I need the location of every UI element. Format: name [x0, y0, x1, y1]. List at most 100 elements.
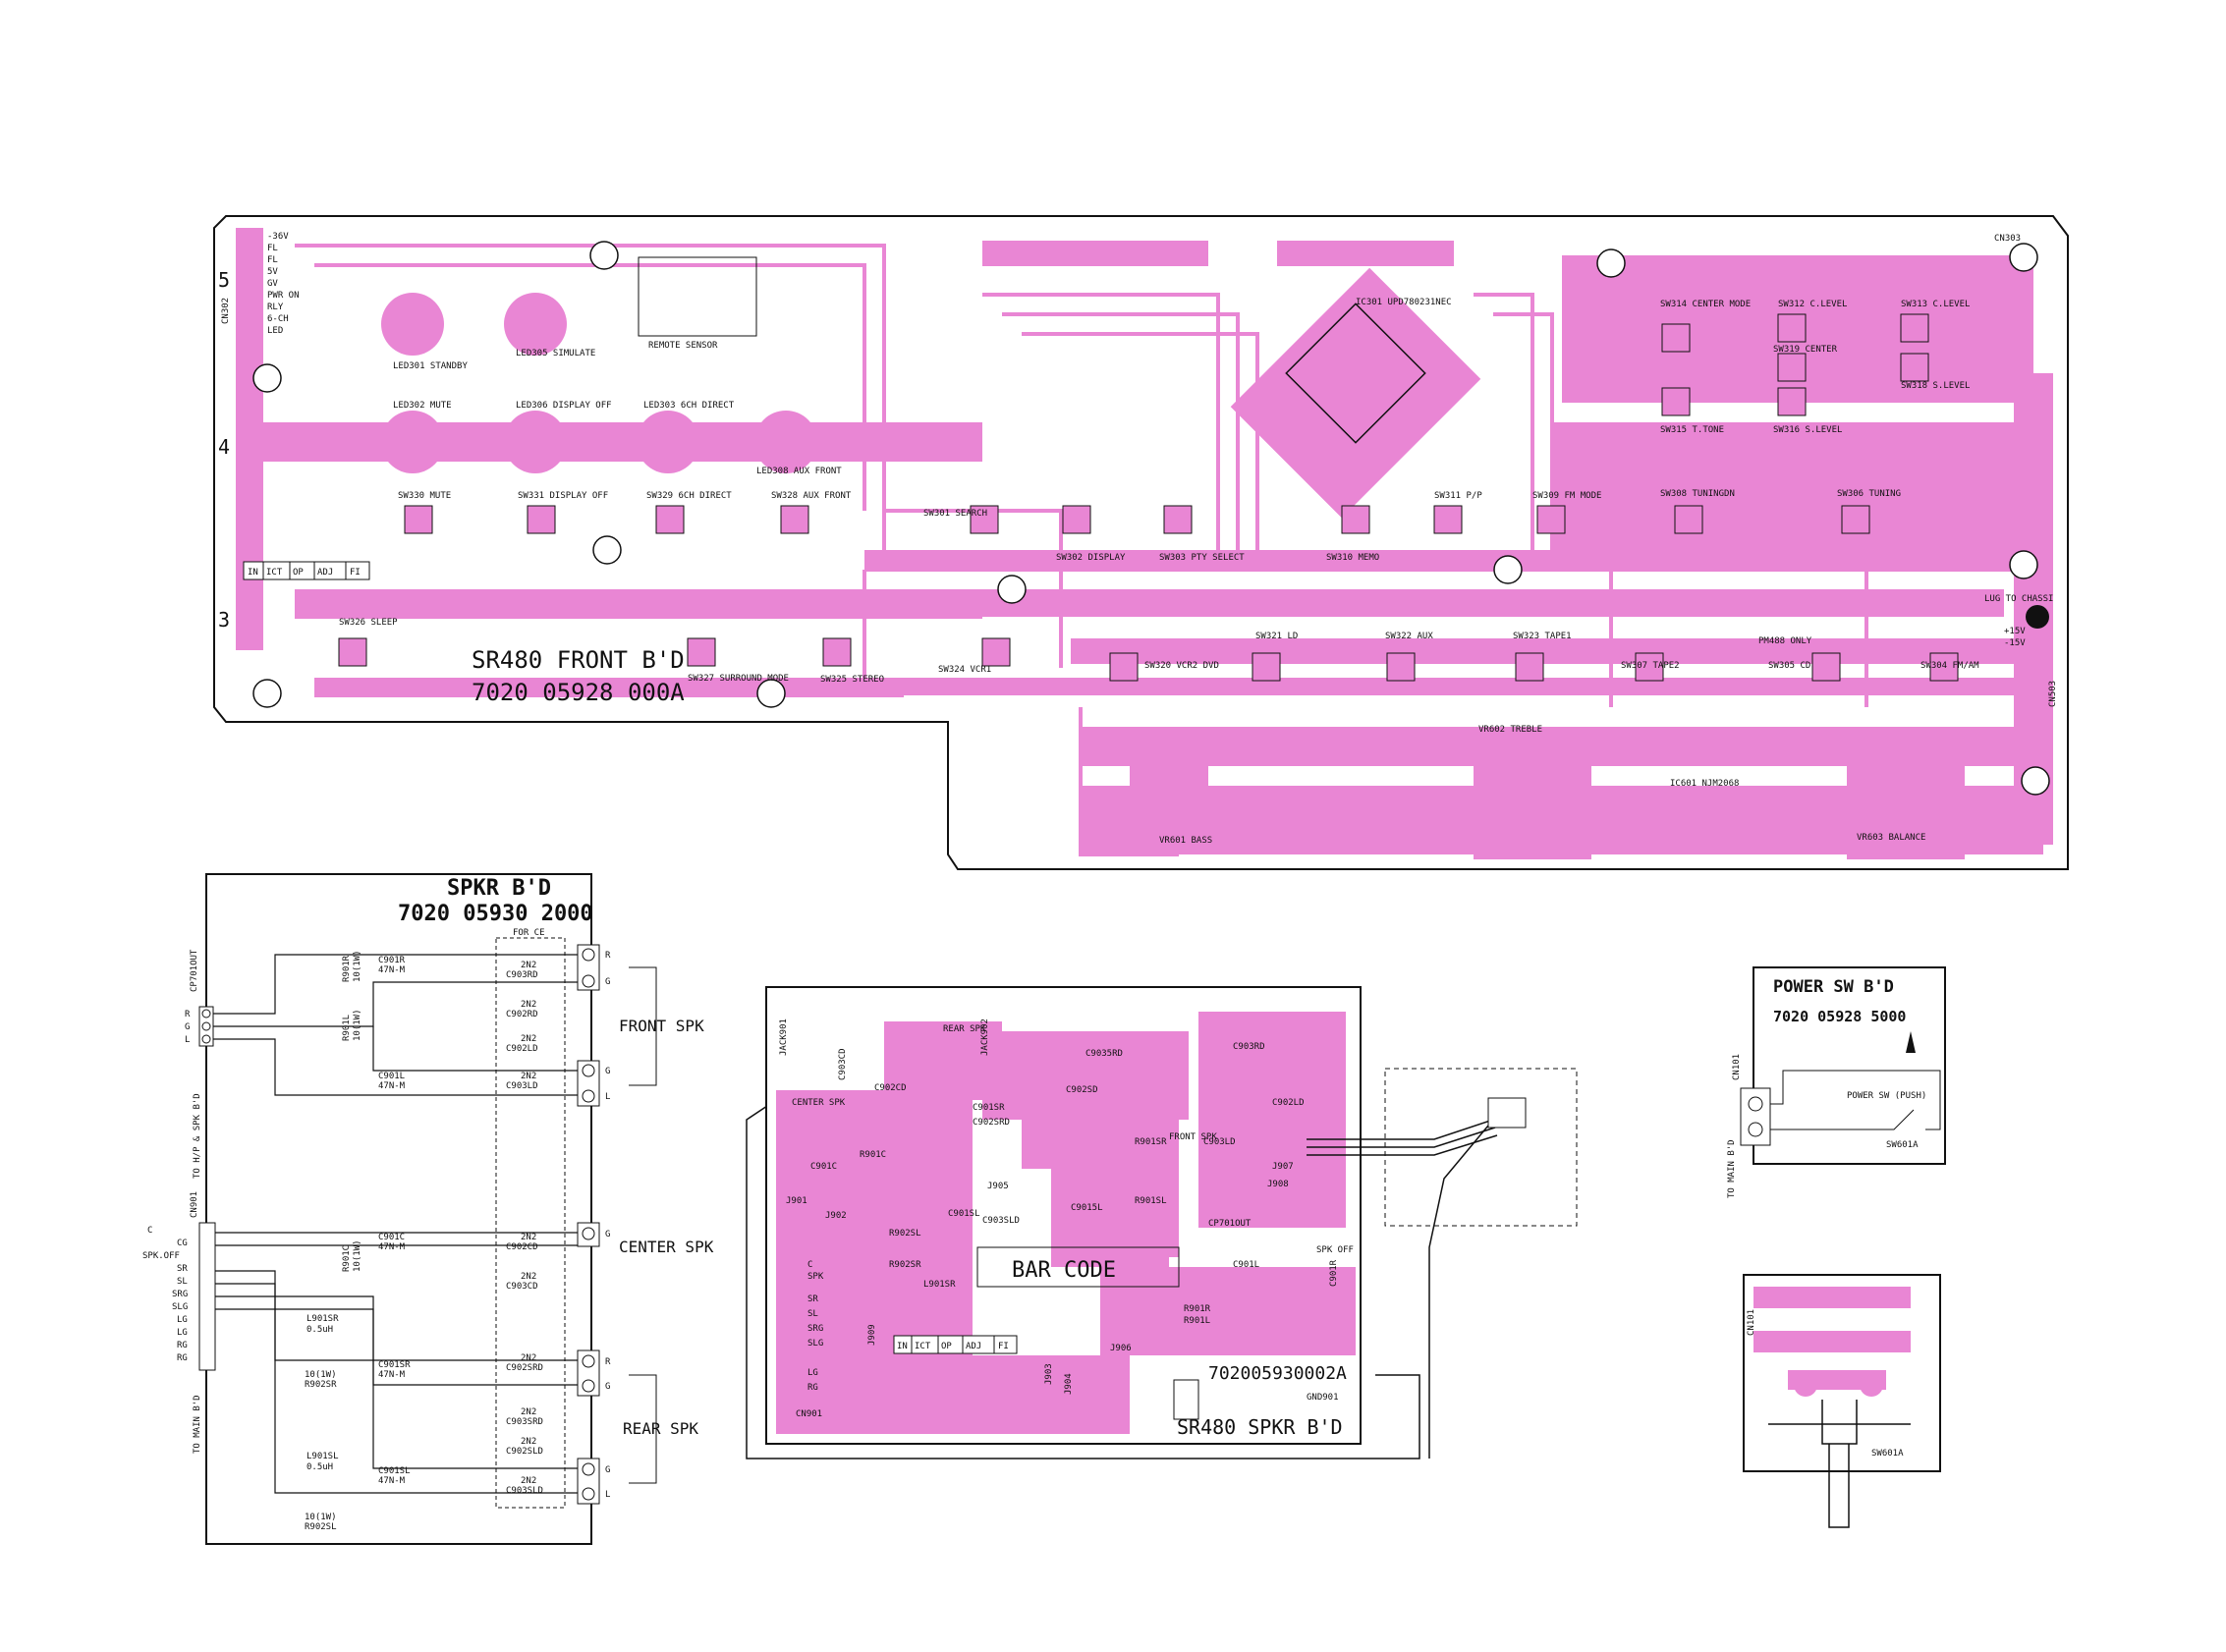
svg-text:R902SL: R902SL [889, 1229, 921, 1239]
ib-adj: ADJ [317, 568, 333, 578]
svg-text:R: R [605, 951, 611, 961]
svg-text:R901SR: R901SR [1135, 1137, 1167, 1147]
svg-text:C901C: C901C [810, 1162, 837, 1172]
cp-pin: G [185, 1022, 190, 1032]
svg-text:0.5uH: 0.5uH [306, 1462, 333, 1472]
trace-5 [1002, 312, 1240, 550]
svg-text:47N-M: 47N-M [378, 1476, 406, 1486]
svg-text:C903CD: C903CD [838, 1048, 848, 1080]
for-ce-label: FOR CE [513, 928, 545, 938]
svg-text:C902LD: C902LD [1272, 1098, 1305, 1108]
svg-text:R: R [605, 1357, 611, 1367]
power-sw-border [1753, 966, 1946, 1165]
front-bracket [629, 966, 657, 1086]
vr601-label: VR601 BASS [1159, 836, 1212, 846]
svg-text:RG: RG [177, 1353, 188, 1363]
ic601-label: IC601 NJM2068 [1670, 779, 1739, 789]
trace-9 [1079, 707, 1179, 856]
switch: SW307 TAPE2 [1621, 652, 1680, 682]
cn303-label: CN303 [1994, 234, 2021, 244]
svg-text:SR: SR [807, 1294, 818, 1304]
svg-text:FRONT SPK: FRONT SPK [1169, 1132, 1217, 1142]
svg-text:SW330 MUTE: SW330 MUTE [398, 491, 451, 501]
led302-label: LED302 MUTE [393, 401, 452, 411]
svg-text:L901SR: L901SR [306, 1314, 339, 1324]
svg-text:SW309 FM MODE: SW309 FM MODE [1532, 491, 1601, 501]
switch: SW309 FM MODE [1532, 491, 1601, 534]
svg-text:SW331 DISPLAY OFF: SW331 DISPLAY OFF [518, 491, 608, 501]
led303-label: LED303 6CH DIRECT [643, 401, 735, 411]
svg-text:SW301 SEARCH: SW301 SEARCH [923, 509, 987, 519]
svg-text:SW304 FM/AM: SW304 FM/AM [1920, 661, 1979, 671]
copper-lower-mid [953, 1355, 1130, 1434]
switch-row-2: SW326 SLEEP SW327 SURROUND MODE SW325 ST… [338, 618, 1979, 685]
schematic-components: C901R 47N-M R901R 10(1W) C901L 47N-M R90… [305, 950, 411, 1532]
svg-text:JACK902: JACK902 [980, 1019, 990, 1056]
schematic-terminals [577, 944, 600, 1505]
pin-label: FL [267, 255, 278, 265]
svg-text:C9035RD: C9035RD [1085, 1049, 1123, 1059]
remote-sensor-label: REMOTE SENSOR [648, 341, 718, 351]
switch: SW314 CENTER MODE [1660, 300, 1751, 353]
trace-6 [1022, 332, 1259, 550]
group-center-spk: CENTER SPK [619, 1238, 714, 1256]
spkr-schematic-title: SPKR B'D [447, 876, 551, 901]
svg-text:C902RD: C902RD [506, 1010, 538, 1019]
for-ce-box [495, 937, 566, 1509]
pin-label: 6-CH [267, 314, 289, 324]
spkr-board-labels: CENTER SPK REAR SPK FRONT SPK JACK901 JA… [779, 1019, 1354, 1419]
svg-text:SW325 STEREO: SW325 STEREO [820, 675, 884, 685]
svg-text:10(1W): 10(1W) [353, 1239, 362, 1272]
spkr-schematic: SPKR B'D 7020 05930 2000 FOR CE CP701OUT… [142, 873, 714, 1545]
switch: SW329 6CH DIRECT [646, 491, 732, 534]
ib-fi: FI [350, 568, 361, 578]
minus15-label: -15V [2004, 638, 2026, 648]
svg-text:G: G [605, 977, 610, 987]
svg-text:C901SL: C901SL [948, 1209, 980, 1219]
trace-3 [884, 509, 1063, 668]
svg-text:J902: J902 [825, 1211, 847, 1221]
svg-text:L901SL: L901SL [306, 1452, 339, 1461]
led303-pad [637, 411, 699, 473]
schematic-wires [213, 954, 584, 1494]
svg-text:C903RD: C903RD [1233, 1042, 1265, 1052]
svg-text:SW319 CENTER: SW319 CENTER [1773, 345, 1838, 355]
pin-label: GV [267, 279, 278, 289]
svg-text:C902SLD: C902SLD [506, 1447, 543, 1457]
power-sw-title: POWER SW B'D [1773, 977, 1894, 997]
copper-strip-upper [255, 422, 982, 462]
power-sw-pcb-cn: CN101 [1747, 1309, 1756, 1336]
svg-text:R901R: R901R [1184, 1304, 1211, 1314]
hole-10 [2009, 550, 2038, 579]
pin-label: LED [267, 326, 283, 336]
power-sw-mechanism [1768, 1400, 1911, 1528]
ib-ict: ICT [266, 568, 283, 578]
pin-label: 5V [267, 267, 278, 277]
svg-text:CP701OUT: CP701OUT [1208, 1219, 1252, 1229]
svg-text:J905: J905 [987, 1182, 1009, 1191]
svg-text:G: G [605, 1382, 610, 1392]
svg-text:SW308 TUNINGDN: SW308 TUNINGDN [1660, 489, 1735, 499]
svg-text:J907: J907 [1272, 1162, 1294, 1172]
led306-label: LED306 DISPLAY OFF [516, 401, 612, 411]
cn503-label: CN503 [2048, 681, 2058, 707]
schematic-ce-parts: 2N2 C903RD 2N2 C902RD 2N2 C902LD 2N2 C90… [506, 961, 543, 1496]
bar-code-box [976, 1246, 1180, 1288]
svg-text:SW305 CD: SW305 CD [1768, 661, 1810, 671]
svg-text:C901R: C901R [378, 956, 406, 965]
power-sw-pcb-ref: SW601A [1871, 1449, 1904, 1459]
svg-text:LG: LG [807, 1368, 818, 1378]
cp-pin: R [185, 1010, 191, 1019]
power-sw-cn101 [1740, 1087, 1771, 1146]
switch: SW326 SLEEP [338, 618, 398, 667]
svg-text:2N2: 2N2 [521, 1272, 536, 1282]
spkr-board-name: SR480 SPKR B'D [1177, 1415, 1343, 1439]
svg-text:SW313 C.LEVEL: SW313 C.LEVEL [1901, 300, 1970, 309]
svg-text:C9015L: C9015L [1071, 1203, 1103, 1213]
hole-2 [252, 679, 282, 708]
svg-text:SW327 SURROUND MODE: SW327 SURROUND MODE [688, 674, 789, 684]
svg-text:SW320 VCR2 DVD: SW320 VCR2 DVD [1144, 661, 1219, 671]
hole-11 [2021, 766, 2050, 796]
hole-8 [1596, 248, 1626, 278]
svg-text:C901C: C901C [378, 1233, 405, 1242]
